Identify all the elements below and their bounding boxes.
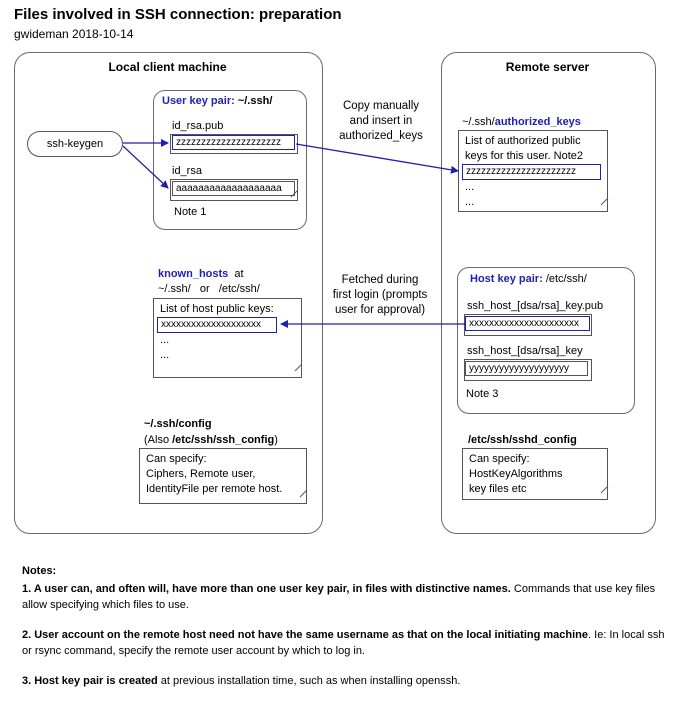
authorized-keys-heading: ~/.ssh/authorized_keys (462, 116, 581, 128)
authorized-keys-line: keys for this user. Note2 (465, 150, 583, 162)
note-1-text: Commands that use key files allow specif… (22, 583, 656, 611)
note-3-label: Note 3 (466, 388, 499, 400)
sshd-config-line: key files etc (469, 483, 527, 495)
sshd-config-file: Can specify: HostKeyAlgorithms key files… (462, 448, 608, 500)
authorized-keys-line: ... (465, 196, 475, 208)
ssh-config-also-suffix: ) (274, 434, 278, 446)
authorized-keys-line: ... (465, 181, 475, 193)
host-key-pair-heading: Host key pair: /etc/ssh/ (470, 273, 587, 285)
local-client-title: Local client machine (108, 60, 227, 74)
note-item: 3. Host key pair is created at previous … (22, 673, 672, 689)
id-rsa-pub-filename: id_rsa.pub (172, 120, 224, 132)
id-rsa-filename: id_rsa (172, 165, 202, 177)
fetch-label-line: first login (prompts (332, 289, 428, 301)
note-3-text: at previous installation time, such as w… (157, 675, 461, 687)
copy-arrow-label: Copy manually and insert in authorized_k… (322, 99, 440, 144)
page-subtitle: gwideman 2018-10-14 (14, 27, 134, 41)
folded-corners (290, 189, 609, 498)
notes-heading: Notes: (22, 565, 57, 577)
known-hosts-line: ... (160, 349, 170, 361)
ssh-config-also: (Also /etc/ssh/ssh_config) (144, 434, 278, 446)
fetch-arrow-label: Fetched during first login (prompts user… (316, 273, 444, 318)
fold-sshd-config (600, 485, 609, 494)
known-hosts-at: at (234, 268, 244, 280)
note-2-text: . Ie: In local ssh or rsync command, spe… (22, 629, 665, 657)
notes-section: Notes: 1. A user can, and often will, ha… (22, 563, 672, 689)
page-title: Files involved in SSH connection: prepar… (14, 6, 342, 23)
host-priv-filename: ssh_host_[dsa/rsa]_key (467, 345, 583, 357)
keygen-to-priv-arrow (122, 145, 169, 189)
ssh-keygen-program: ssh-keygen (27, 131, 123, 157)
copy-label-line: Copy manually (342, 100, 420, 112)
note-1-label: Note 1 (174, 206, 207, 218)
known-hosts-heading: known_hosts at (158, 268, 244, 280)
ssh-config-file: Can specify: Ciphers, Remote user, Ident… (139, 448, 307, 504)
copy-pub-arrow (295, 143, 459, 174)
known-hosts-line: ... (160, 334, 170, 346)
note-item: 1. A user can, and often will, have more… (22, 581, 672, 613)
fetch-label-line: user for approval) (334, 304, 426, 316)
user-key-pair-heading: User key pair: ~/.ssh/ (162, 95, 272, 107)
sshd-config-line: Can specify: (469, 453, 530, 465)
authorized-keys-label: authorized_keys (494, 116, 581, 128)
ssh-config-also-prefix: (Also (144, 434, 173, 446)
known-hosts-file: List of host public keys: xxxxxxxxxxxxxx… (153, 298, 302, 378)
host-pub-filename: ssh_host_[dsa/rsa]_key.pub (467, 300, 604, 312)
host-pub-value: xxxxxxxxxxxxxxxxxxxxxx (465, 316, 590, 331)
user-key-pair-group (153, 90, 307, 230)
ssh-config-line: Ciphers, Remote user, (146, 468, 256, 480)
known-hosts-entry: xxxxxxxxxxxxxxxxxxxx (157, 317, 277, 333)
fold-ssh-config (299, 489, 308, 498)
known-hosts-line: List of host public keys: (160, 303, 274, 315)
id-rsa-value: aaaaaaaaaaaaaaaaaaa (172, 181, 295, 196)
ssh-config-label: ~/.ssh/config (144, 418, 212, 430)
note-1-bold: 1. A user can, and often will, have more… (22, 583, 511, 595)
known-hosts-label: known_hosts (158, 268, 229, 280)
remote-server-title: Remote server (505, 60, 590, 74)
authorized-keys-file: List of authorized public keys for this … (458, 130, 608, 212)
host-key-pair-label: Host key pair: (470, 273, 543, 285)
user-key-pair-path: ~/.ssh/ (237, 95, 273, 107)
fold-authorized-keys (600, 197, 609, 206)
ssh-config-line: Can specify: (146, 453, 207, 465)
ssh-config-also-path: /etc/ssh/ssh_config (172, 434, 275, 446)
authorized-keys-entry: zzzzzzzzzzzzzzzzzzzzzz (462, 164, 601, 180)
sshd-config-line: HostKeyAlgorithms (469, 468, 563, 480)
note-3-bold: 3. Host key pair is created (22, 675, 158, 687)
sshd-config-label: /etc/ssh/sshd_config (468, 434, 577, 446)
user-key-pair-label: User key pair: (162, 95, 235, 107)
host-key-pair-group (457, 267, 635, 414)
authorized-keys-path: ~/.ssh/ (462, 116, 495, 128)
ssh-config-line: IdentityFile per remote host. (146, 483, 283, 495)
id-rsa-pub-value: zzzzzzzzzzzzzzzzzzzzz (172, 135, 295, 150)
fold-known-hosts (294, 363, 303, 372)
copy-label-line: authorized_keys (339, 130, 423, 142)
note-2-bold: 2. User account on the remote host need … (22, 629, 589, 641)
authorized-keys-line: List of authorized public (465, 135, 581, 147)
fetch-label-line: Fetched during (341, 274, 419, 286)
copy-label-line: and insert in (349, 115, 413, 127)
fold-id-rsa (290, 189, 299, 198)
host-priv-value: yyyyyyyyyyyyyyyyyyyy (465, 361, 588, 376)
known-hosts-paths: ~/.ssh/ or /etc/ssh/ (158, 283, 260, 295)
note-item: 2. User account on the remote host need … (22, 627, 672, 659)
host-key-pair-path: /etc/ssh/ (545, 273, 587, 285)
